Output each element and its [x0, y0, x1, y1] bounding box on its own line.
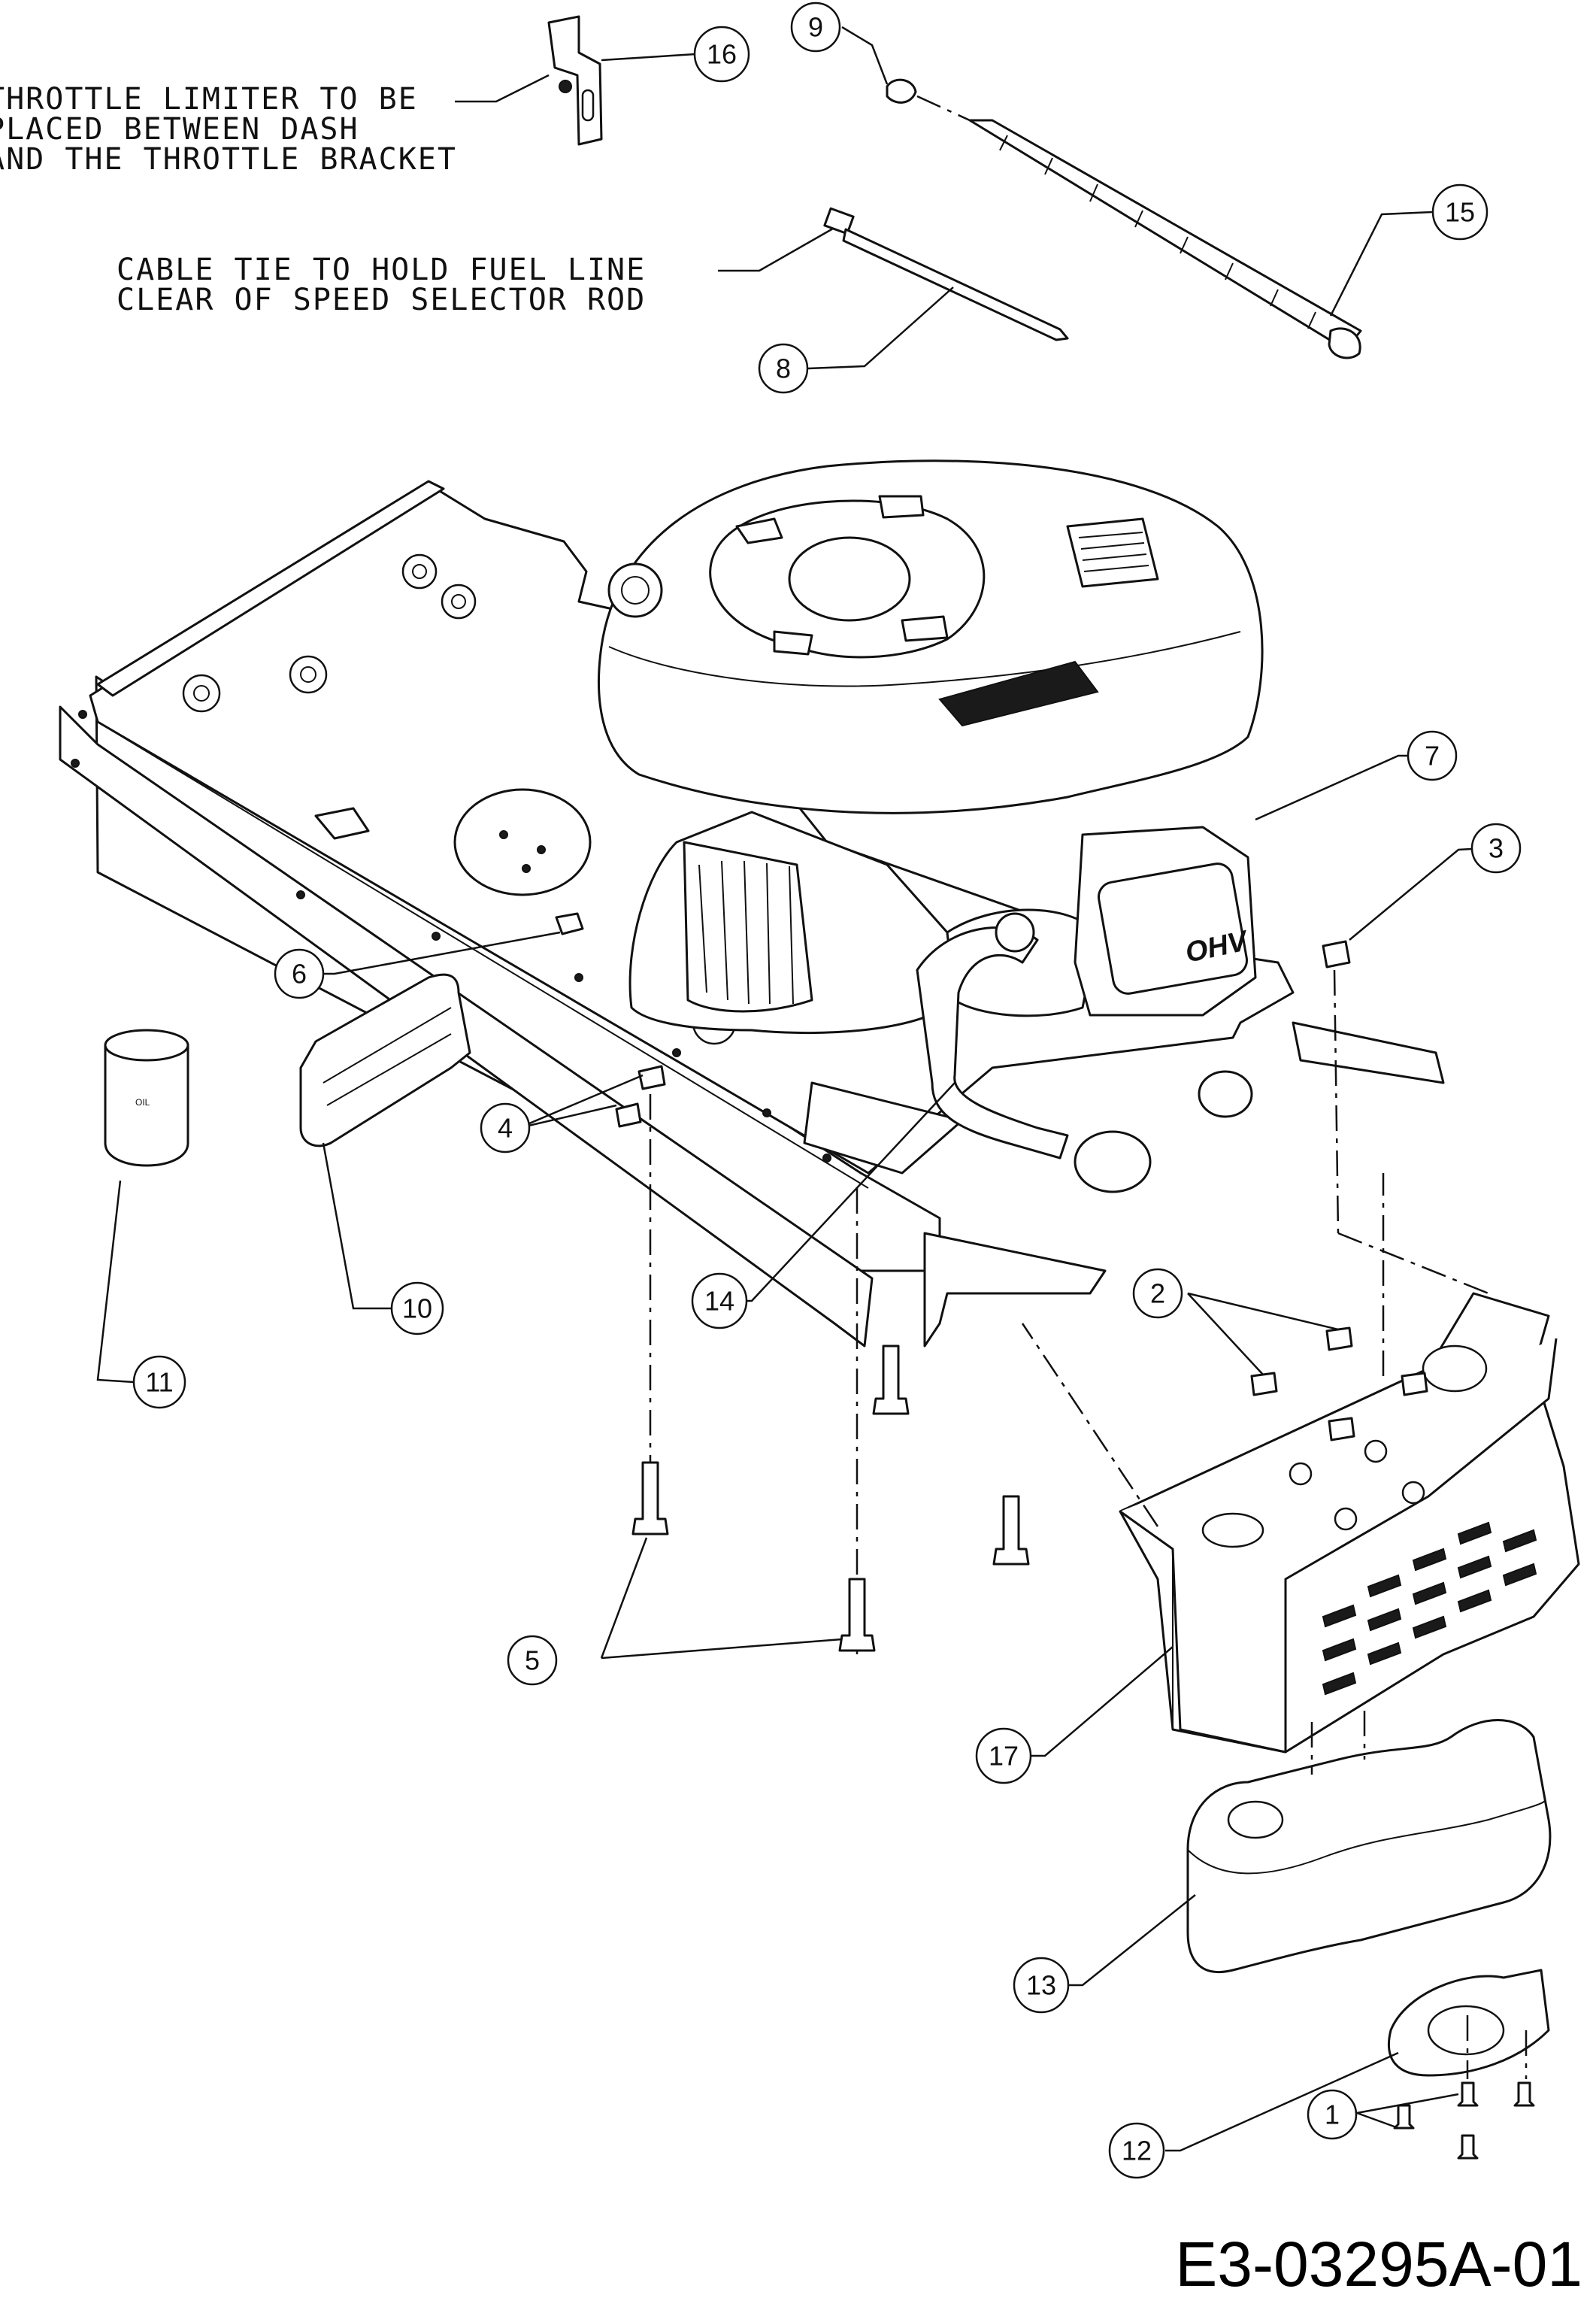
svg-text:12: 12: [1122, 2136, 1152, 2166]
callout-11: 11: [132, 1355, 186, 1409]
callout-17: 17: [975, 1727, 1032, 1784]
callout-10: 10: [390, 1281, 444, 1335]
callout-9: 9: [790, 2, 841, 53]
callout-14: 14: [691, 1272, 748, 1329]
engine-assembly: OHV: [598, 459, 1264, 1160]
callout-3: 3: [1470, 823, 1522, 874]
bolt-3: [1322, 847, 1489, 1295]
exhaust-pipe-leader: [746, 1082, 955, 1302]
diagram-id: E3-03295A-01: [1175, 2229, 1582, 2299]
shield-bolts-2: [1187, 1292, 1428, 1441]
shoulder-bolts: [600, 1344, 1030, 1660]
svg-text:2: 2: [1150, 1278, 1165, 1309]
oil-filter-label: OIL: [135, 1097, 150, 1108]
nut-part: [323, 912, 584, 975]
callout-13: 13: [1013, 1957, 1070, 2014]
speed-selector-rod: [841, 26, 1433, 359]
svg-text:15: 15: [1445, 197, 1475, 228]
throttle-limiter-part: [547, 15, 696, 146]
svg-text:5: 5: [525, 1645, 540, 1676]
throttle-note-line-1: THROTTLE LIMITER TO BE: [0, 82, 418, 117]
gasket-part: [1165, 1969, 1550, 2152]
svg-text:13: 13: [1026, 1970, 1056, 2001]
svg-text:4: 4: [498, 1113, 513, 1144]
muffler-shield-part: [1021, 1173, 1580, 1757]
throttle-limiter-note: THROTTLE LIMITER TO BE PLACED BETWEEN DA…: [0, 74, 550, 177]
throttle-note-line-2: PLACED BETWEEN DASH: [0, 112, 359, 147]
svg-text:11: 11: [145, 1367, 173, 1398]
svg-text:8: 8: [776, 353, 791, 384]
throttle-note-line-3: AND THE THROTTLE BRACKET: [0, 142, 457, 177]
cable-tie-note-line-2: CLEAR OF SPEED SELECTOR ROD: [117, 283, 646, 317]
callout-12: 12: [1108, 2122, 1165, 2179]
svg-text:17: 17: [989, 1741, 1019, 1772]
cable-tie-note: CABLE TIE TO HOLD FUEL LINE CLEAR OF SPE…: [117, 224, 839, 317]
callout-15: 15: [1431, 183, 1488, 241]
callout-6: 6: [274, 948, 325, 999]
callout-4: 4: [480, 1102, 531, 1153]
callout-7: 7: [1407, 730, 1458, 781]
heat-shield-part: [299, 973, 471, 1310]
callout-8: 8: [758, 343, 809, 394]
callout-2: 2: [1132, 1268, 1183, 1319]
svg-text:9: 9: [808, 12, 823, 43]
leader-7: [1255, 754, 1421, 821]
callout-1: 1: [1307, 2089, 1358, 2140]
cable-tie-part: [807, 207, 1069, 370]
bolts-4: [518, 1065, 859, 1654]
cable-tie-note-line-1: CABLE TIE TO HOLD FUEL LINE: [117, 253, 646, 287]
muffler-part: [1068, 1711, 1552, 1987]
svg-text:10: 10: [402, 1293, 432, 1324]
svg-text:6: 6: [292, 959, 307, 990]
svg-text:3: 3: [1488, 833, 1504, 864]
callout-16: 16: [693, 26, 750, 83]
svg-text:14: 14: [704, 1286, 734, 1317]
screws-1: [1356, 2015, 1535, 2160]
svg-text:7: 7: [1425, 741, 1440, 772]
svg-text:1: 1: [1325, 2099, 1340, 2130]
callout-5: 5: [507, 1635, 558, 1686]
oil-filter-part: OIL: [96, 1029, 189, 1384]
svg-text:16: 16: [707, 39, 737, 70]
